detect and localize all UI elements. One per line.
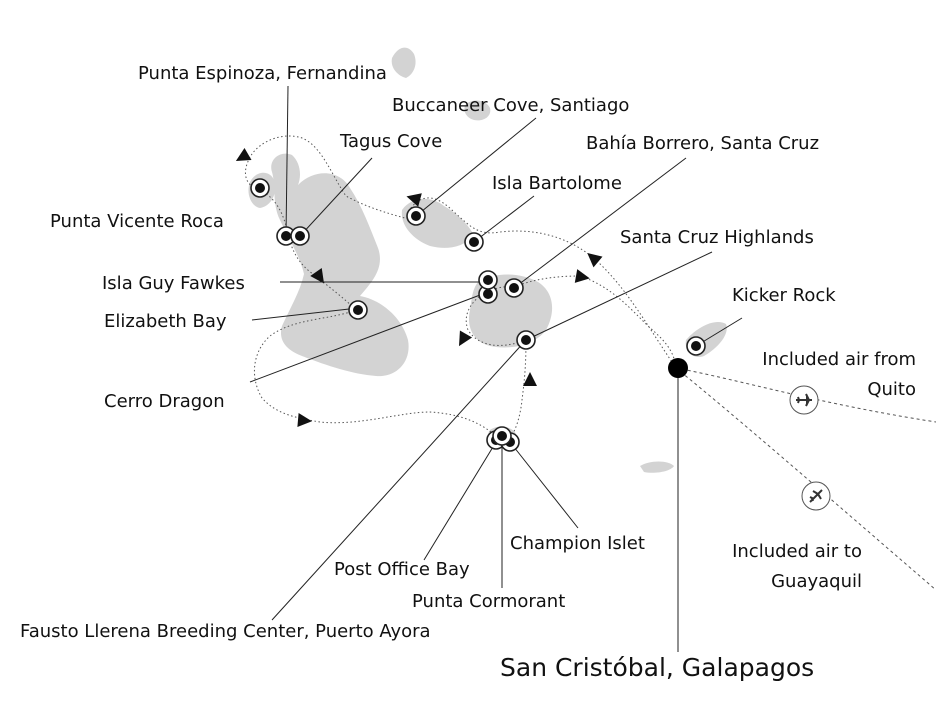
stop-marker-icon [492,426,512,446]
island-isabela [271,153,409,377]
label-fausto-llerena: Fausto Llerena Breeding Center, Puerto A… [20,621,431,642]
label-santa-cruz-highlands: Santa Cruz Highlands [620,227,814,248]
label-air-to-line2: Guayaquil [771,571,862,592]
island-pinta [391,47,416,78]
direction-arrow-icon [459,330,473,347]
label-air-from-line2: Quito [867,379,916,400]
direction-arrow-icon [310,267,325,284]
leader-buccaneer-cove [415,117,537,217]
air-route-from-quito [675,367,936,423]
label-buccaneer-cove: Buccaneer Cove, Santiago [392,95,630,116]
direction-arrow-icon [235,147,252,161]
stop-marker-icon [250,178,270,198]
leader-elizabeth-bay [251,307,359,321]
label-isla-bartolome: Isla Bartolome [492,173,622,194]
leader-post-office-bay [423,441,497,561]
label-elizabeth-bay: Elizabeth Bay [104,311,227,332]
leader-bahia-borrero [513,157,687,289]
label-bahia-borrero: Bahía Borrero, Santa Cruz [586,133,820,154]
stop-marker-icon [516,330,536,350]
label-champion-islet: Champion Islet [510,533,645,554]
plane-icon [789,385,819,415]
label-port-san-cristobal: San Cristóbal, Galapagos [500,653,815,682]
label-cerro-dragon: Cerro Dragon [104,391,225,412]
stop-markers [250,178,706,452]
leader-cerro-dragon [249,291,489,383]
label-kicker-rock: Kicker Rock [732,285,836,306]
label-air-from-line1: Included air from [762,349,916,370]
leader-lines [249,85,743,652]
leader-fausto-llerena [271,339,527,621]
stop-marker-icon [504,278,524,298]
direction-arrow-icon [297,413,312,427]
leader-santa-cruz-highlands [525,251,713,341]
air-routes [675,367,936,591]
label-post-office-bay: Post Office Bay [334,559,470,580]
stop-marker-icon [406,206,426,226]
label-isla-guy-fawkes: Isla Guy Fawkes [102,273,245,294]
stop-marker-icon [290,226,310,246]
direction-arrow-icon [587,253,603,268]
plane-icon [801,481,831,511]
stop-marker-icon [348,300,368,320]
stop-marker-icon [478,270,498,290]
leader-isla-bartolome [473,195,535,243]
island-marchena [464,100,491,121]
direction-arrow-icon [523,372,537,386]
leader-champion-islet [509,441,579,529]
island-espanola [640,461,674,473]
stop-marker-icon [464,232,484,252]
air-route-to-guayaquil [675,367,936,591]
stop-marker-icon [478,284,498,304]
label-punta-cormorant: Punta Cormorant [412,591,566,612]
leader-tagus-cove [299,157,373,237]
direction-arrow-icon [406,193,422,207]
direction-arrows [235,147,603,427]
label-punta-vicente-roca: Punta Vicente Roca [50,211,224,232]
label-tagus-cove: Tagus Cove [340,131,443,152]
port-marker-icon [668,358,688,378]
label-punta-espinoza: Punta Espinoza, Fernandina [138,63,387,84]
direction-arrow-icon [574,269,590,283]
leader-punta-espinoza [285,85,289,237]
label-air-to-line1: Included air to [732,541,862,562]
stop-marker-icon [686,336,706,356]
